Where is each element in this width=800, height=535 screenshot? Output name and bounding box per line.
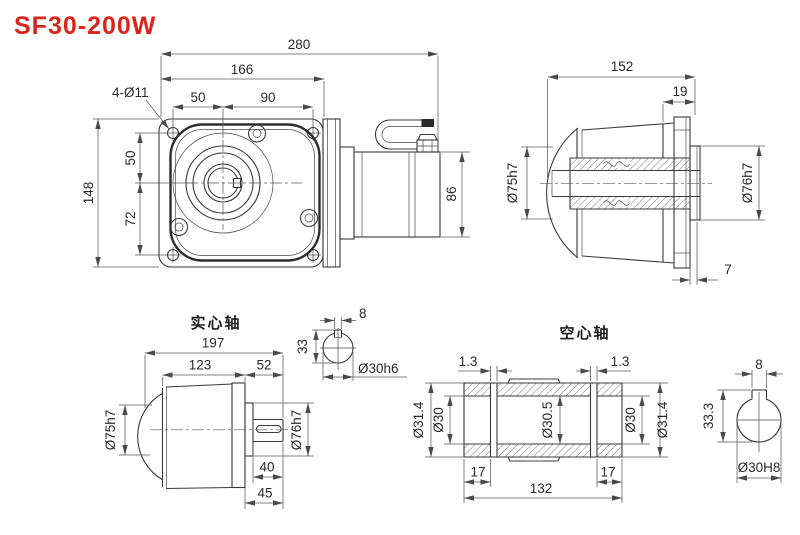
dim-overall-width: 280 <box>288 37 311 52</box>
dim-hollow-bore-dia: Ø30H8 <box>738 460 781 475</box>
solid-shaft-label: 实心轴 <box>190 314 241 332</box>
hollow-shaft-section-dimensions: 8 33.3 Ø30H8 <box>701 357 783 483</box>
dim-solid-cover-dia: Ø75h7 <box>103 410 118 451</box>
dim-outer-dia-right: Ø31.4 <box>655 401 670 438</box>
dim-groove-right: 1.3 <box>611 354 630 369</box>
dim-motor-height: 86 <box>444 186 459 201</box>
solid-shaft-section-geometry <box>320 328 356 370</box>
dim-bore-right: Ø30 <box>623 407 638 433</box>
dim-solid-spigot-dia: Ø76h7 <box>289 410 304 451</box>
dim-key-length: 40 <box>259 460 274 475</box>
cable-gland <box>375 119 439 153</box>
dim-flange-width: 166 <box>231 62 254 77</box>
dim-flange-thickness: 7 <box>724 262 732 277</box>
dim-hollow-section-height: 33.3 <box>701 403 716 429</box>
drawing-title: SF30-200W <box>14 12 157 40</box>
hollow-shaft-geometry <box>463 378 623 462</box>
dim-hub-length: 19 <box>672 84 687 99</box>
hollow-side-geometry <box>540 116 712 269</box>
dim-bore-left: Ø30 <box>431 407 446 433</box>
dim-center-to-hole: 90 <box>260 90 275 105</box>
dim-end-right: 17 <box>600 465 615 480</box>
dim-center-to-bottom-hole: 72 <box>123 211 138 226</box>
dim-hole-to-center: 50 <box>190 90 205 105</box>
dim-bore-mid: Ø30.5 <box>540 402 555 439</box>
front-view-geometry <box>158 118 441 268</box>
dim-solid-shaft-dia: Ø30h6 <box>358 361 399 376</box>
dim-front-section: 52 <box>256 358 271 373</box>
hollow-shaft-section-geometry <box>736 389 782 452</box>
dim-spigot-dia: Ø76h7 <box>740 163 755 204</box>
hollow-side-dimensions: 152 19 Ø75h7 Ø76h7 7 <box>505 59 765 285</box>
dim-flange-height: 148 <box>81 182 96 205</box>
dim-hollow-key-width: 8 <box>755 357 763 372</box>
hollow-shaft-dimensions: 1.3 1.3 Ø31.4 Ø30 Ø30.5 Ø30 Ø31.4 17 17 … <box>411 354 670 503</box>
front-view-dimensions: 280 166 50 90 148 50 72 86 4-Ø11 <box>81 37 470 268</box>
dim-top-hole-to-center: 50 <box>123 150 138 165</box>
dim-outer-dia-left: Ø31.4 <box>411 401 426 438</box>
dim-groove-left: 1.3 <box>459 354 478 369</box>
dim-shaft-length: 45 <box>257 486 272 501</box>
dim-solid-overall-length: 197 <box>202 336 225 351</box>
solid-shaft-dimensions: 197 123 52 Ø75h7 Ø76h7 40 45 <box>103 336 314 509</box>
dim-hollow-overall: 132 <box>530 481 553 496</box>
solid-shaft-section-dimensions: 8 33 Ø30h6 <box>295 306 407 381</box>
solid-shaft-geometry <box>137 382 292 490</box>
dim-hollow-overall-length: 152 <box>611 59 634 74</box>
dim-end-left: 17 <box>470 465 485 480</box>
label-bolt-holes: 4-Ø11 <box>112 85 149 100</box>
hollow-shaft-label: 空心轴 <box>559 324 610 342</box>
dim-solid-key-width: 8 <box>359 306 367 321</box>
dim-body-length: 123 <box>189 358 212 373</box>
dim-cover-dia: Ø75h7 <box>505 163 520 204</box>
cable-tip <box>421 119 434 127</box>
dim-solid-section-height: 33 <box>295 339 310 354</box>
